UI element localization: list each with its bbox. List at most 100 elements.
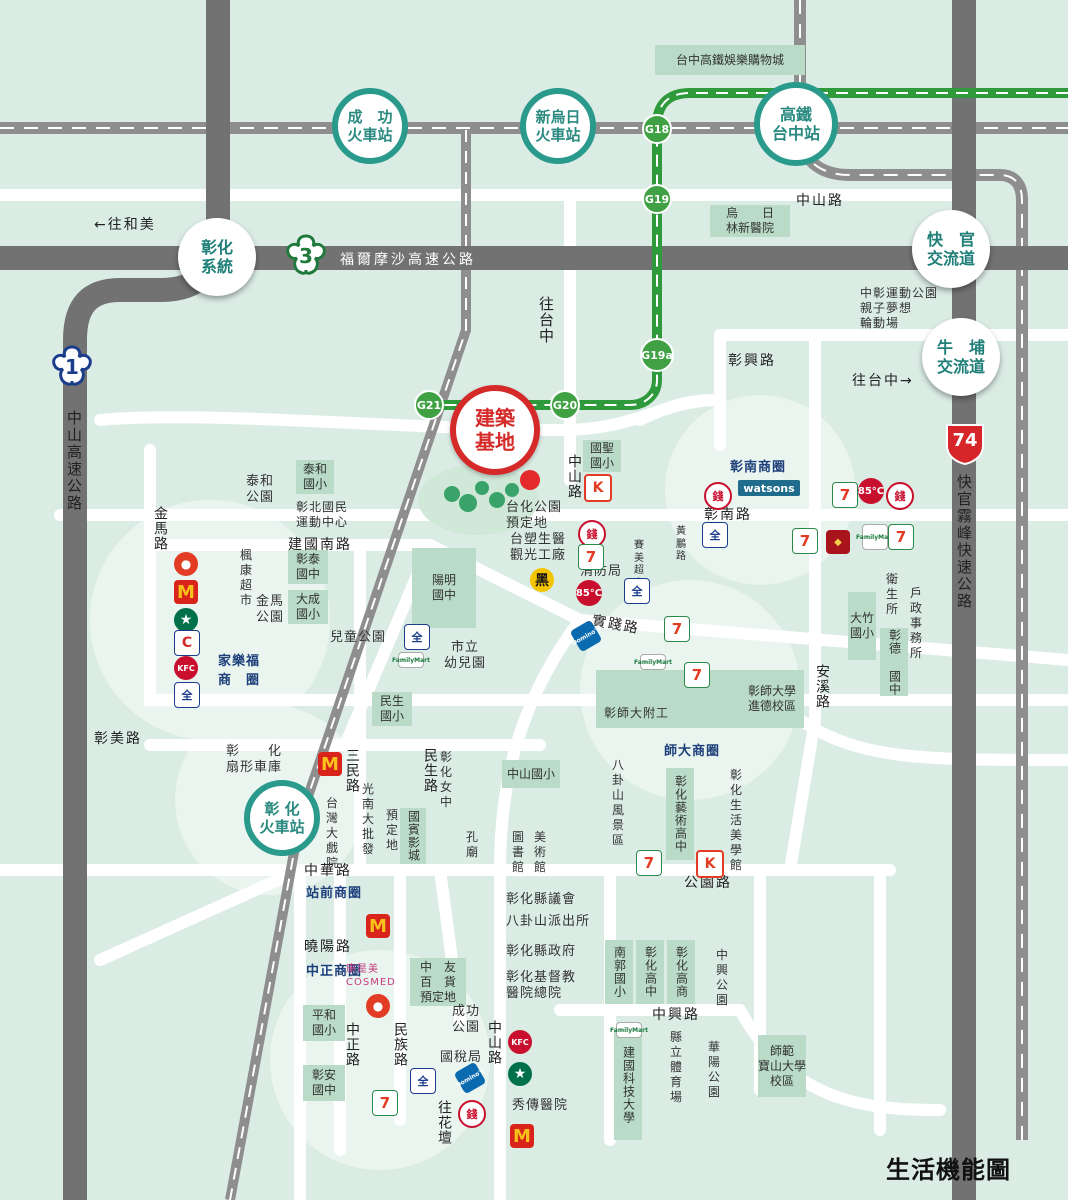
- highway-1-number: 1: [65, 355, 79, 379]
- huangpeng-road-label: 黃 鵬 路: [676, 526, 687, 562]
- to-hemei-label: ←往和美: [94, 217, 156, 233]
- household-office-label: 戶 政 事 務 所: [910, 586, 924, 660]
- plum-shield-icon: [52, 345, 92, 386]
- changbei-sports-label: 彰北國民 運動中心: [296, 500, 349, 529]
- district-shida: 師大商圈: [664, 744, 721, 759]
- building-site-marker[interactable]: 建築 基地: [450, 385, 540, 475]
- road-xiaoyang: 曉陽路: [304, 939, 352, 955]
- bank-icon[interactable]: 錢: [458, 1100, 486, 1128]
- kuaiguan-interchange[interactable]: 快 官 交流道: [912, 210, 990, 288]
- road-zhongzheng: 中正路: [344, 1022, 360, 1067]
- kfc-icon[interactable]: KFC: [174, 656, 198, 680]
- px-mart-icon[interactable]: 全: [404, 624, 430, 650]
- family-restaurant-icon[interactable]: ●: [366, 994, 390, 1018]
- guangnan-label: 光 南 大 批 發: [362, 782, 376, 856]
- to-taichung-horizontal-label: 往台中→: [852, 373, 914, 389]
- seven-eleven-icon[interactable]: 7: [578, 544, 604, 570]
- carrefour-icon[interactable]: C: [174, 630, 200, 656]
- seven-eleven-icon[interactable]: 7: [792, 528, 818, 554]
- familymart-icon[interactable]: FamilyMart: [634, 654, 672, 670]
- seven-eleven-icon[interactable]: 7: [664, 616, 690, 642]
- bagua-scenic-label: 八 卦 山 風 景 區: [612, 758, 626, 847]
- museum-label: 美 術 館: [534, 830, 548, 874]
- familymart-icon[interactable]: FamilyMart: [856, 524, 894, 550]
- seven-eleven-icon[interactable]: 7: [888, 524, 914, 550]
- taiwan-theater-label: 台 灣 大 戲 院: [326, 796, 340, 870]
- road-zhonghua: 中華路: [304, 863, 352, 879]
- seven-eleven-icon[interactable]: 7: [636, 850, 662, 876]
- circle-k-icon[interactable]: K: [696, 850, 724, 878]
- highway-74-shield: 74: [944, 422, 986, 466]
- mcdonalds-icon[interactable]: M: [318, 752, 342, 776]
- dazhu-school-box: 大竹 國小: [848, 592, 876, 660]
- planned-site-label: 預 定 地: [386, 808, 400, 852]
- mrt-g19a[interactable]: G19a: [640, 338, 674, 372]
- hsr-taichung-station[interactable]: 高鐵 台中站: [754, 82, 838, 166]
- changhua-system-interchange[interactable]: 彰化 系統: [178, 218, 256, 296]
- changhua-station[interactable]: 彰 化 火車站: [244, 780, 320, 856]
- highway-3-number: 3: [299, 244, 313, 268]
- mrt-g18[interactable]: G18: [642, 114, 672, 144]
- starbucks-icon[interactable]: ★: [174, 608, 198, 632]
- familymart-icon[interactable]: FamilyMart: [610, 1022, 648, 1038]
- mcdonalds-icon[interactable]: M: [510, 1124, 534, 1148]
- road-gongyuan: 公園路: [684, 875, 732, 891]
- taihe-park-label: 泰和 公園: [246, 474, 275, 506]
- arts-hs-box: 彰化藝術高中: [666, 768, 694, 860]
- changhua-hs-box: 彰化高中: [636, 940, 664, 1004]
- zhangtai-school-box: 彰泰 國中: [288, 550, 328, 584]
- seven-eleven-icon[interactable]: 7: [372, 1090, 398, 1116]
- circle-k-icon[interactable]: K: [584, 474, 612, 502]
- chenggong-station[interactable]: 成 功 火車站: [332, 88, 408, 164]
- seven-eleven-icon[interactable]: 7: [832, 482, 858, 508]
- road-jianguo-south: 建國南路: [288, 537, 352, 553]
- mrt-g20[interactable]: G20: [550, 390, 580, 420]
- cosmed-label: 康是美 COSMED: [346, 964, 396, 988]
- zhongxing-park-label: 中 興 公 園: [716, 948, 730, 1007]
- niupu-interchange[interactable]: 牛 埔 交流道: [922, 318, 1000, 396]
- shield-shop-icon[interactable]: ◆: [826, 530, 850, 554]
- hsr-mall-box: 台中高鐵娛樂購物城: [655, 45, 805, 75]
- dacheng-school-box: 大成 國小: [288, 590, 328, 624]
- kuaiguan-wufeng-label: 快官霧峰快速公路: [955, 474, 973, 610]
- site-park-area: [418, 465, 538, 535]
- mrt-g21[interactable]: G21: [414, 390, 444, 420]
- bank-icon[interactable]: 錢: [886, 482, 914, 510]
- normal-univ-box: 師範 寶山大學 校區: [758, 1035, 806, 1097]
- county-council-label: 彰化縣議會: [506, 892, 577, 907]
- taihe-school-box: 泰和 國小: [296, 460, 334, 494]
- road-zhongshan-mid: 中山路: [566, 454, 582, 499]
- px-mart-icon[interactable]: 全: [174, 682, 200, 708]
- family-restaurant-icon[interactable]: ●: [174, 552, 198, 576]
- zhongzhang-park-label: 中彰運動公園 親子夢想 輪動場: [860, 286, 939, 330]
- black-cat-delivery-icon[interactable]: 黑: [530, 568, 554, 592]
- county-gym-label: 縣 立 體 育 場: [670, 1030, 684, 1104]
- px-mart-icon[interactable]: 全: [624, 578, 650, 604]
- highway-3-shield: 3: [284, 234, 328, 278]
- xinwuri-station[interactable]: 新烏日 火車站: [520, 88, 596, 164]
- px-mart-icon[interactable]: 全: [702, 522, 728, 548]
- mcdonalds-icon[interactable]: M: [366, 914, 390, 938]
- watsons-icon[interactable]: watsons: [738, 480, 800, 496]
- seven-eleven-icon[interactable]: 7: [684, 662, 710, 688]
- health-center-label: 衛 生 所: [886, 572, 900, 616]
- px-mart-icon[interactable]: 全: [410, 1068, 436, 1094]
- familymart-icon[interactable]: FamilyMart: [392, 652, 430, 668]
- fan-depot-label: 彰 化 扇形車庫: [226, 744, 283, 776]
- zhongshan-school-box: 中山國小: [502, 760, 560, 788]
- ncue-affil-label: 彰師大附工: [604, 706, 670, 720]
- zhangan-school-box: 彰安 國中: [303, 1065, 345, 1101]
- starbucks-icon[interactable]: ★: [508, 1062, 532, 1086]
- guosheng-school-box: 國聖 國小: [583, 440, 621, 472]
- 85c-icon[interactable]: 85°C: [858, 478, 884, 504]
- mrt-g19[interactable]: G19: [642, 184, 672, 214]
- kfc-icon[interactable]: KFC: [508, 1030, 532, 1054]
- 85c-icon[interactable]: 85°C: [576, 580, 602, 606]
- road-zhangnan: 彰南路: [704, 507, 752, 523]
- christian-hospital-label: 彰化基督教 醫院總院: [506, 970, 577, 1002]
- mcdonalds-icon[interactable]: M: [174, 580, 198, 604]
- mrt-line: [430, 88, 1068, 410]
- bank-icon[interactable]: 錢: [704, 482, 732, 510]
- road-zhongxing: 中興路: [652, 1007, 700, 1023]
